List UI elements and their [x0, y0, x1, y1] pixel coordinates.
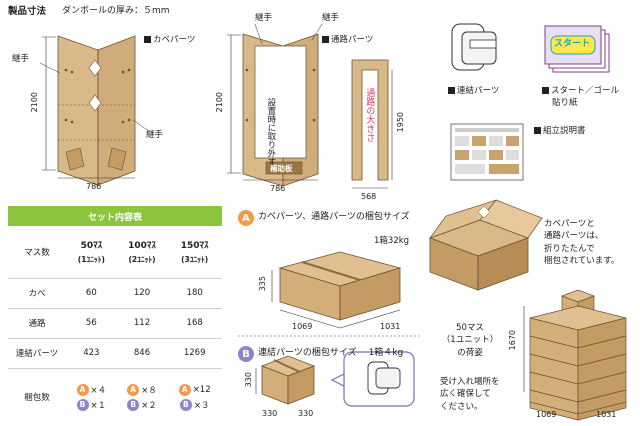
connector-part-drawing: [451, 23, 497, 71]
space-note: 受け入れ場所を 広く確保して ください。: [440, 377, 500, 412]
passage-joint-right: 継手: [322, 13, 340, 23]
passage-part-drawing: [227, 23, 323, 187]
cardboard-thickness: ダンボールの厚み：５mm: [62, 6, 170, 16]
package-a-length: 1069: [292, 322, 313, 331]
stack-length: 1069: [536, 410, 557, 419]
package-b-box: [255, 355, 316, 405]
support-board-label: 補助板: [270, 164, 293, 173]
remove-on-install-note: 設置時に取り外す: [265, 98, 276, 166]
stack-height: 1670: [508, 330, 517, 351]
package-a-badge: A: [76, 383, 89, 396]
cover-part-label: カベパーツ: [144, 35, 195, 46]
package-b-heading: B 連結パーツの梱包サイズ 1箱４kg: [238, 346, 403, 362]
table-row: 通路 56 112 168: [8, 308, 222, 339]
start-goal-label: スタート／ゴール: [542, 86, 619, 97]
manual-label: 組立説明書: [534, 126, 586, 137]
table-header-row: マス数 50ﾏｽ(1ﾕﾆｯﾄ) 100ﾏｽ(2ﾕﾆｯﾄ) 150ﾏｽ(3ﾕﾆｯﾄ…: [8, 226, 222, 279]
package-b-badge: B: [127, 398, 140, 411]
folding-note: カベパーツと 通路パーツは、 折りたたんで 梱包されています。: [544, 219, 620, 266]
cover-part-drawing: [39, 35, 151, 186]
connector-part-label: 連結パーツ: [448, 86, 499, 97]
package-a-weight: 1箱32kg: [374, 236, 410, 246]
cover-width: 786: [86, 182, 102, 191]
table-caption: セット内容表: [8, 206, 222, 226]
package-a-depth: 1031: [380, 322, 401, 331]
start-sign-text: スタート: [554, 39, 591, 49]
stacked-boxes-drawing: [523, 289, 627, 421]
table-row-packages: 梱包数 A×４ B×１ A×８ B×２ A×12 B×３: [8, 368, 222, 426]
package-b-height: 330: [244, 372, 253, 388]
passage-side-height: 1950: [396, 112, 405, 133]
package-a-box: [271, 251, 402, 329]
passage-width: 786: [270, 184, 286, 193]
package-a-badge: A: [178, 383, 191, 396]
table-row: 連結パーツ 423 846 1269: [8, 338, 222, 369]
stack-depth: 1031: [596, 410, 617, 419]
page-title: 製品寸法: [8, 6, 47, 17]
package-a-badge: A: [127, 383, 140, 396]
start-goal-label-2: 貼り紙: [552, 98, 578, 108]
package-a-heading: A カベパーツ、通路パーツの梱包サイズ: [238, 210, 410, 226]
passage-size-drawing: [351, 59, 393, 189]
package-b-badge: B: [76, 398, 89, 411]
cover-height: 2100: [30, 92, 39, 113]
cover-joint-left: 継手: [12, 54, 30, 64]
folding-box-drawing: [428, 199, 543, 291]
package-a-height: 335: [258, 276, 267, 292]
connector-callout: [330, 351, 415, 407]
cover-joint-right: 継手: [146, 130, 164, 140]
set-contents-table: セット内容表 マス数 50ﾏｽ(1ﾕﾆｯﾄ) 100ﾏｽ(2ﾕﾆｯﾄ) 150ﾏ…: [8, 206, 222, 426]
manual-drawing: [450, 123, 524, 181]
passage-height: 2100: [215, 92, 224, 113]
passage-joint-left: 継手: [255, 13, 273, 23]
col-header-100: 100ﾏｽ(2ﾕﾆｯﾄ): [116, 226, 168, 279]
unit-package-note: 50マス （1ユニット） の荷姿: [441, 323, 499, 358]
col-header-150: 150ﾏｽ(3ﾕﾆｯﾄ): [167, 226, 222, 279]
start-sign-drawing: [544, 25, 610, 73]
passage-side-width: 568: [361, 192, 377, 201]
passage-part-label: 通路パーツ: [322, 35, 373, 46]
package-b-depth: 330: [298, 409, 314, 418]
col-header-50: 50ﾏｽ(1ﾕﾆｯﾄ): [66, 226, 117, 279]
package-b-badge: B: [179, 398, 192, 411]
row-header-mass: マス数: [8, 226, 66, 279]
package-b-length: 330: [262, 409, 278, 418]
table-row: カベ 60 120 180: [8, 278, 222, 309]
passage-size-text: 通路の大きさ: [364, 88, 375, 142]
